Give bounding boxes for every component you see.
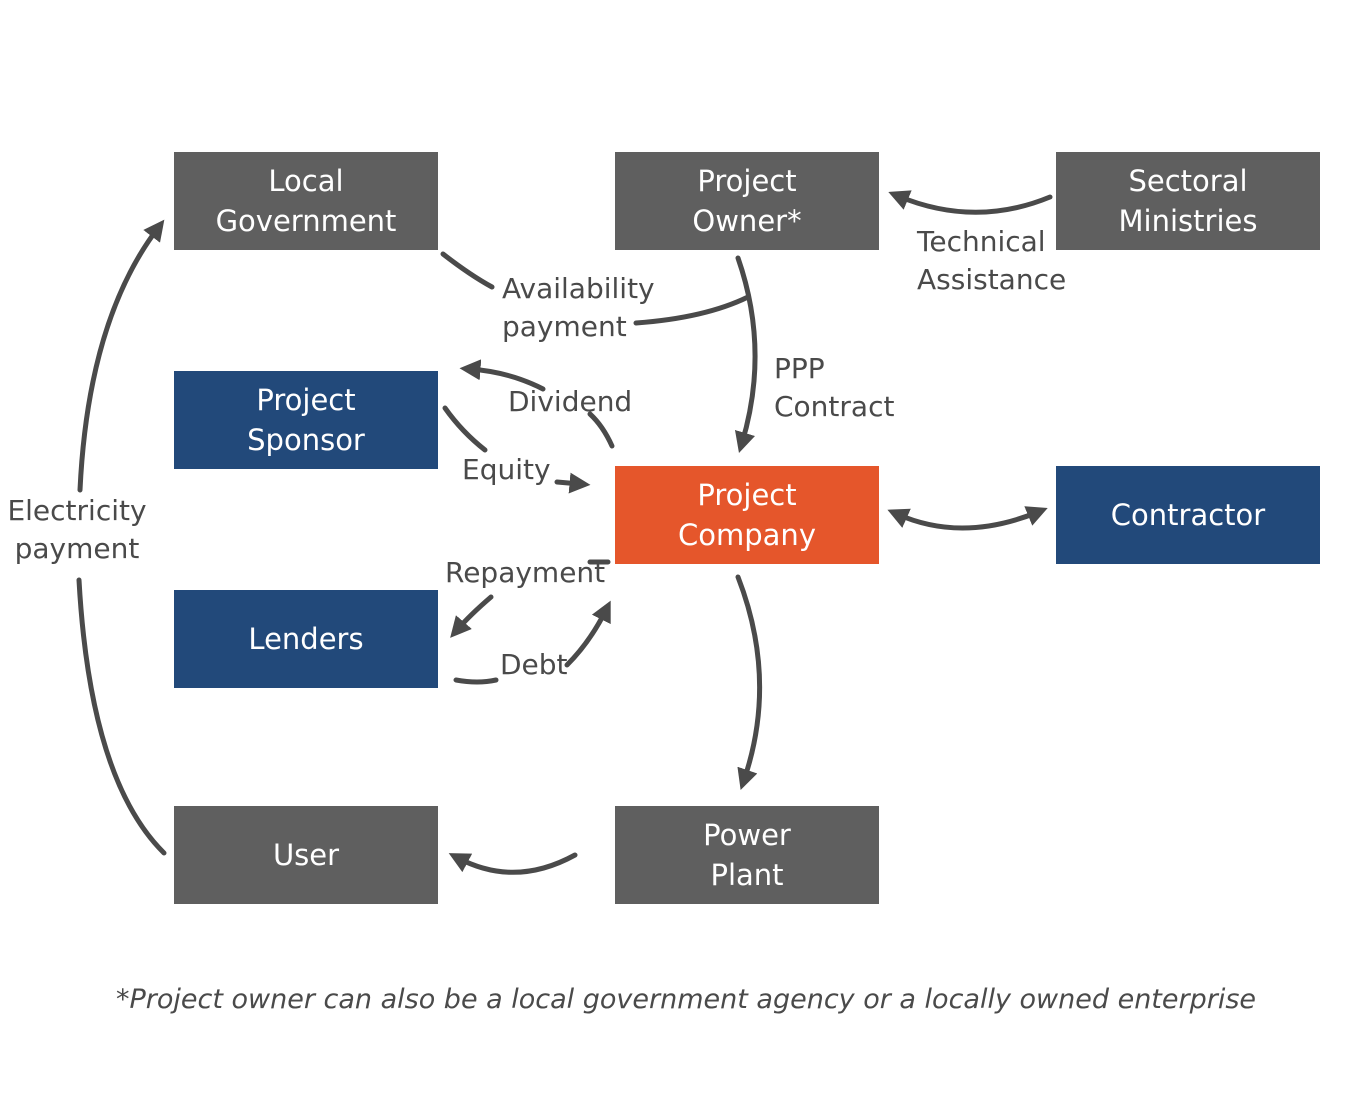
arrow-dividend-a	[587, 411, 615, 449]
label-electricity-payment: Electricity payment	[7, 494, 147, 565]
arrow-user	[448, 852, 578, 875]
label-repayment: Repayment	[445, 556, 606, 589]
arrow-contractor	[887, 506, 1048, 531]
arrow-availability-payment-b	[633, 294, 751, 326]
label-dividend: Dividend	[508, 385, 633, 418]
label-equity: Equity	[462, 453, 551, 486]
node-label: Local Government	[215, 164, 397, 238]
label-technical-assistance: Technical Assistance	[917, 225, 1067, 296]
arrow-equity-a	[442, 405, 488, 453]
node-project-company: Project Company	[615, 466, 879, 564]
arrow-equity-b	[554, 472, 591, 494]
arrow-debt-a	[453, 677, 499, 685]
node-label: Contractor	[1110, 498, 1266, 532]
node-label: Lenders	[248, 622, 364, 656]
node-project-owner: Project Owner*	[615, 152, 879, 250]
arrow-electricity-a	[76, 577, 167, 856]
node-power-plant: Power Plant	[615, 806, 879, 904]
label-debt: Debt	[500, 648, 568, 681]
arrow-dividend-b	[459, 359, 546, 392]
label-ppp-contract: PPP Contract	[774, 352, 895, 423]
node-label: Project Owner*	[692, 164, 802, 238]
node-lenders: Lenders	[174, 590, 438, 688]
node-label: Sectoral Ministries	[1118, 164, 1258, 238]
arrow-ppp-contract	[734, 255, 758, 454]
arrow-repayment-b	[450, 594, 494, 638]
node-label: Project Company	[678, 478, 816, 552]
footnote: *Project owner can also be a local gover…	[115, 984, 1257, 1015]
arrow-electricity-b	[77, 219, 165, 493]
arrow-power-plant	[735, 574, 763, 790]
arrow-availability-payment-a	[440, 251, 495, 290]
node-label: User	[272, 838, 340, 872]
node-label: Project Sponsor	[247, 383, 365, 457]
node-project-sponsor: Project Sponsor	[174, 371, 438, 469]
arrow-technical-assistance	[888, 190, 1053, 215]
arrow-debt-b	[564, 600, 611, 668]
label-availability-payment: Availability payment	[502, 272, 655, 343]
node-contractor: Contractor	[1056, 466, 1320, 564]
node-user: User	[174, 806, 438, 904]
node-local-government: Local Government	[174, 152, 438, 250]
node-sectoral-ministries: Sectoral Ministries	[1056, 152, 1320, 250]
node-label: Power Plant	[703, 818, 791, 892]
